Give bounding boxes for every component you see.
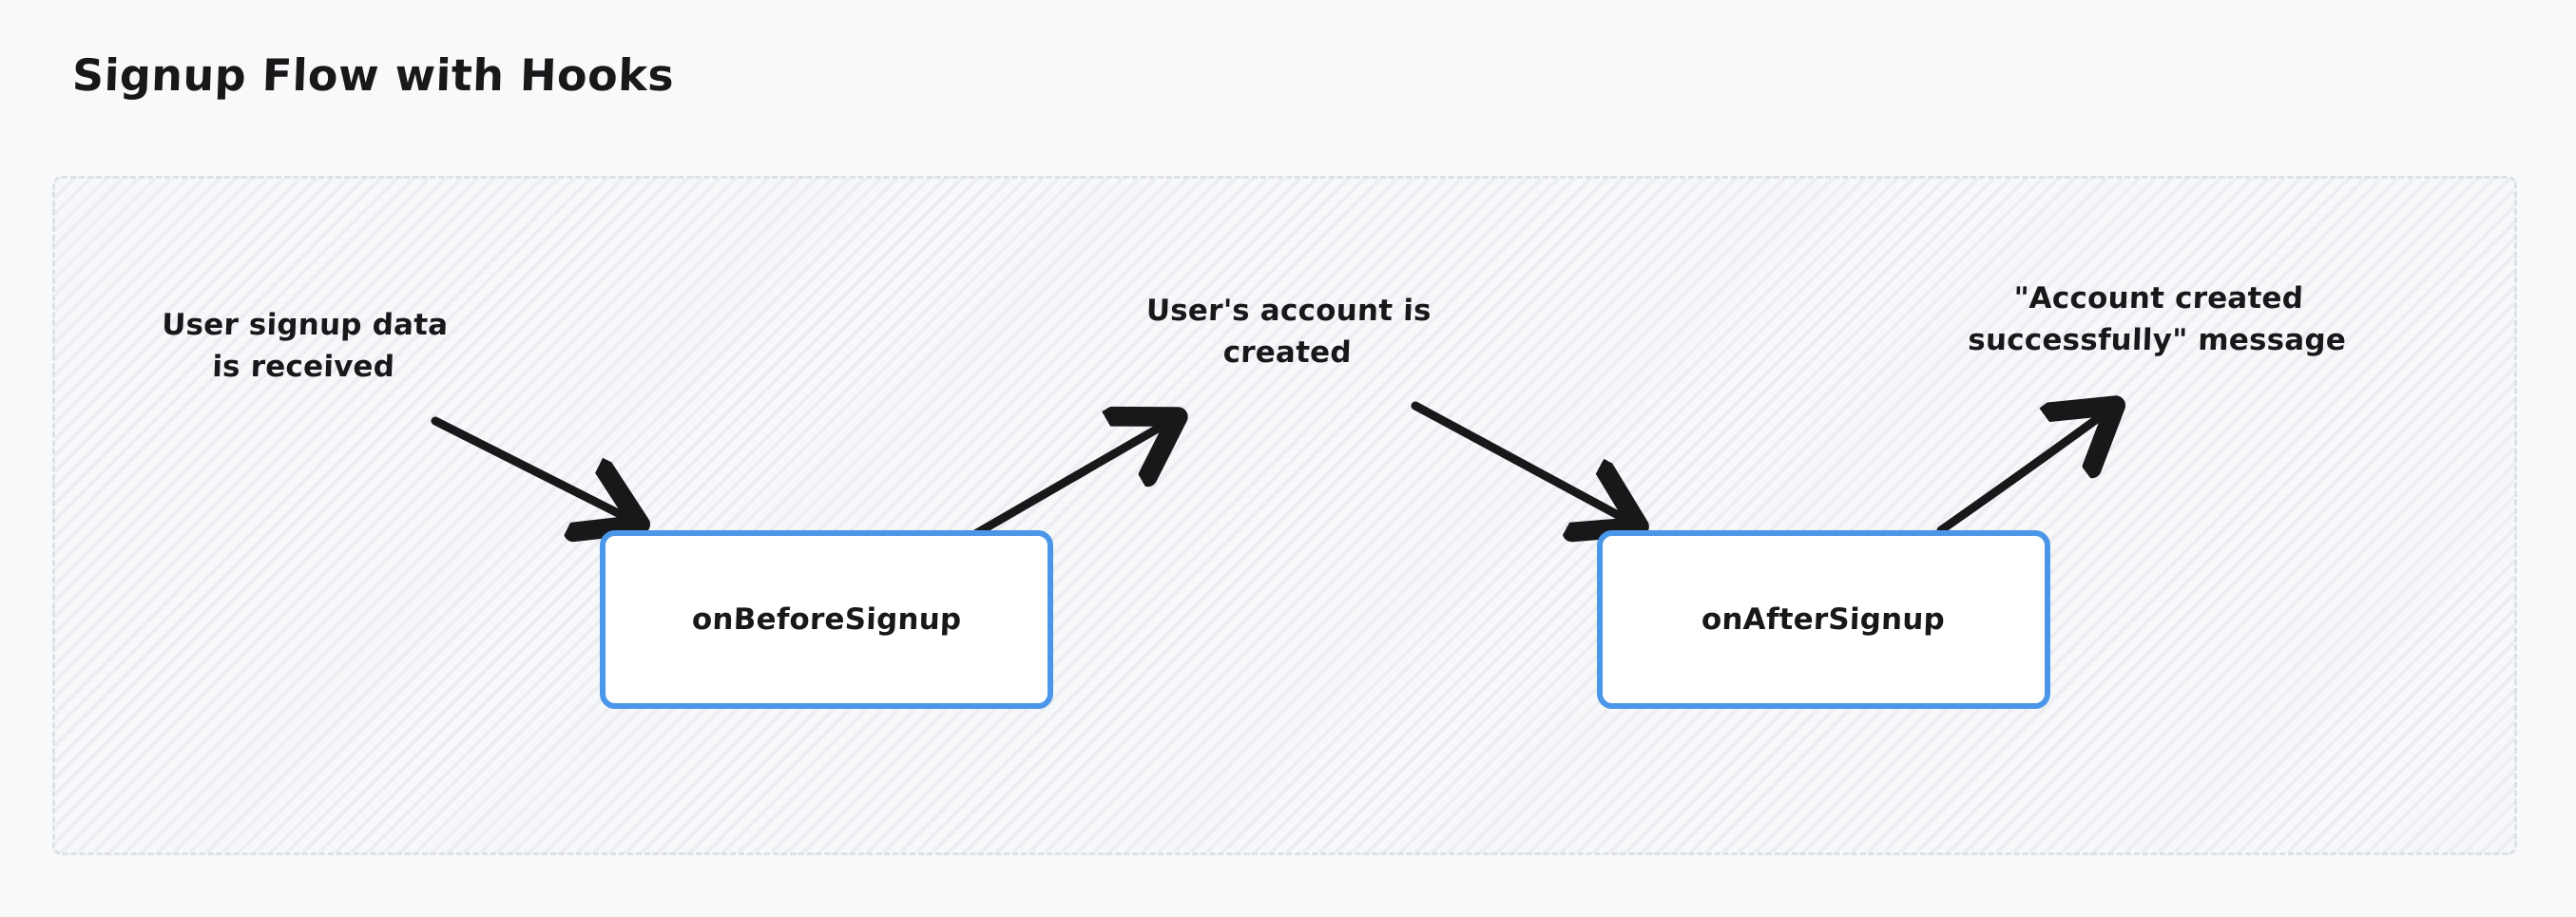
edge-label-success-message: "Account created successfully" message xyxy=(1967,281,2347,358)
edge-label-account-created: User's account is created xyxy=(1145,294,1432,371)
node-on-before-signup[interactable]: onBeforeSignup xyxy=(600,530,1053,709)
page-title: Signup Flow with Hooks xyxy=(71,49,676,101)
node-on-after-signup[interactable]: onAfterSignup xyxy=(1597,530,2050,709)
edge-label-signup-data: User signup data is received xyxy=(161,308,449,385)
node-label: onBeforeSignup xyxy=(691,602,962,637)
node-label: onAfterSignup xyxy=(1701,602,1947,637)
